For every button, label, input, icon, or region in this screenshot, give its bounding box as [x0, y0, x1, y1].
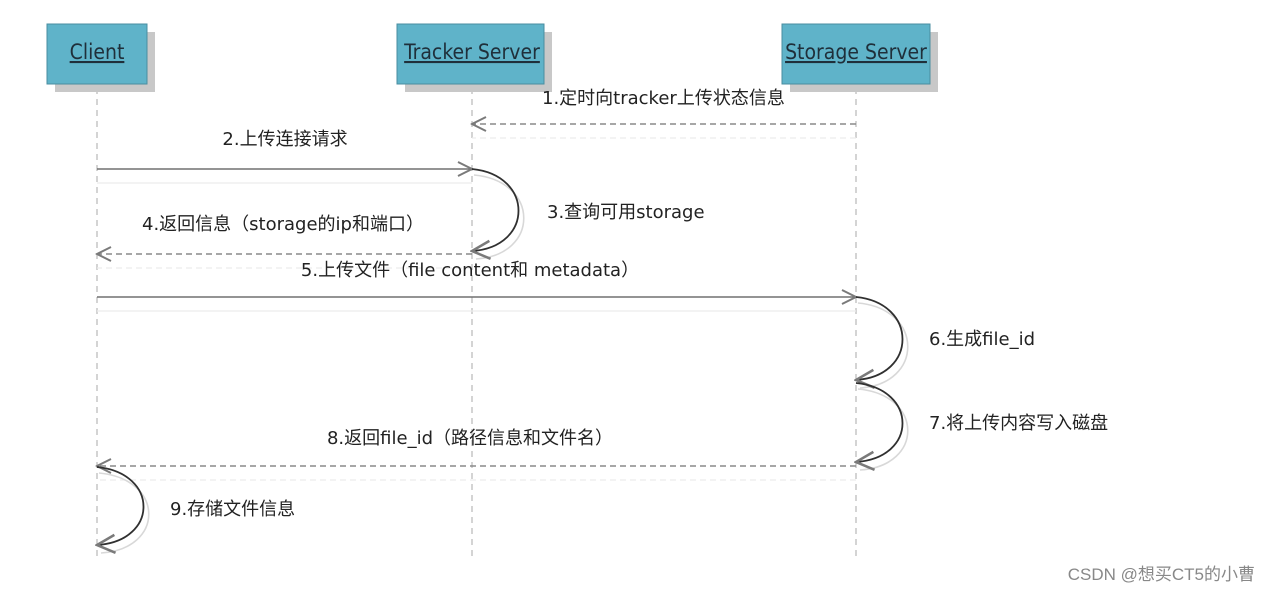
message-2: 2.上传连接请求	[97, 129, 472, 184]
actor-box	[781, 23, 931, 85]
message-label: 8.返回file_id（路径信息和文件名）	[327, 428, 613, 449]
self-call-shadow	[98, 472, 150, 554]
actor-box	[46, 23, 148, 85]
message-9: 9.存储文件信息	[97, 466, 295, 554]
message-label: 1.定时向tracker上传状态信息	[542, 88, 785, 109]
actor-label: Client	[70, 40, 125, 64]
self-call-shadow	[473, 174, 525, 260]
message-4: 4.返回信息（storage的ip和端口）	[97, 214, 472, 269]
self-call-arrow	[472, 168, 520, 251]
message-label: 3.查询可用storage	[547, 202, 705, 223]
self-call-arrow	[856, 382, 904, 462]
message-label: 5.上传文件（file content和 metadata）	[301, 260, 639, 281]
actor-label: Storage Server	[785, 40, 927, 64]
message-3: 3.查询可用storage	[472, 168, 705, 260]
message-label: 9.存储文件信息	[170, 499, 295, 520]
self-call-arrow	[856, 296, 904, 380]
actor-label: Tracker Server	[403, 40, 540, 64]
message-7: 7.将上传内容写入磁盘	[856, 382, 1108, 471]
message-label: 4.返回信息（storage的ip和端口）	[142, 214, 424, 235]
self-call-shadow	[857, 302, 909, 389]
actor-client: Client	[46, 23, 155, 92]
message-8: 8.返回file_id（路径信息和文件名）	[97, 428, 856, 481]
actor-tracker: Tracker Server	[396, 23, 552, 92]
message-1: 1.定时向tracker上传状态信息	[472, 88, 856, 139]
message-label: 6.生成file_id	[929, 329, 1035, 350]
self-call-arrow	[97, 466, 145, 545]
actor-storage: Storage Server	[781, 23, 938, 92]
message-5: 5.上传文件（file content和 metadata）	[97, 260, 856, 312]
actor-box	[396, 23, 545, 85]
message-label: 7.将上传内容写入磁盘	[929, 413, 1108, 434]
self-call-shadow	[857, 388, 909, 471]
message-6: 6.生成file_id	[856, 296, 1035, 389]
message-label: 2.上传连接请求	[222, 129, 347, 150]
csdn-watermark: CSDN @想买CT5的小曹	[1067, 565, 1255, 584]
